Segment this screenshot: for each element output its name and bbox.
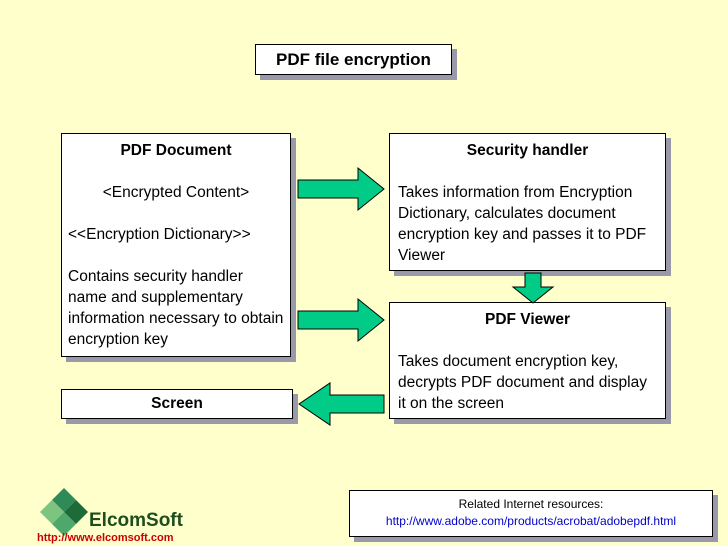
- pdf-document-heading: PDF Document: [120, 142, 232, 159]
- arrow-doc-to-security: [297, 166, 385, 212]
- pdf-document-description: Contains security handler name and suppl…: [68, 268, 284, 348]
- related-resources-link[interactable]: http://www.adobe.com/products/acrobat/ad…: [385, 514, 677, 528]
- security-handler-description: Takes information from Encryption Dictio…: [398, 184, 647, 264]
- pdf-viewer-description: Takes document encryption key, decrypts …: [398, 353, 647, 412]
- screen-label: Screen: [151, 395, 203, 412]
- related-resources-heading: Related Internet resources:: [458, 497, 604, 511]
- arrow-doc-to-viewer: [297, 297, 385, 343]
- encrypted-content-label: <Encrypted Content>: [102, 184, 250, 201]
- elcomsoft-url[interactable]: http://www.elcomsoft.com: [37, 532, 174, 544]
- diagram-title-text: PDF file encryption: [276, 49, 431, 69]
- diagram-title: PDF file encryption: [255, 44, 452, 75]
- pdf-document-box: PDF Document <Encrypted Content> <<Encry…: [61, 133, 291, 357]
- elcomsoft-logo-icon: [40, 488, 88, 536]
- encryption-dictionary-label: <<Encryption Dictionary>>: [68, 226, 251, 243]
- pdf-viewer-box: PDF Viewer Takes document encryption key…: [389, 302, 666, 419]
- security-handler-box: Security handler Takes information from …: [389, 133, 666, 271]
- arrow-viewer-to-screen: [298, 382, 385, 426]
- arrow-security-to-viewer: [511, 272, 555, 304]
- pdf-viewer-heading: PDF Viewer: [484, 311, 570, 328]
- elcomsoft-logo-text: ElcomSoft: [89, 510, 183, 531]
- screen-box: Screen: [61, 389, 293, 419]
- security-handler-heading: Security handler: [466, 142, 589, 159]
- related-resources-box: Related Internet resources: http://www.a…: [349, 490, 713, 537]
